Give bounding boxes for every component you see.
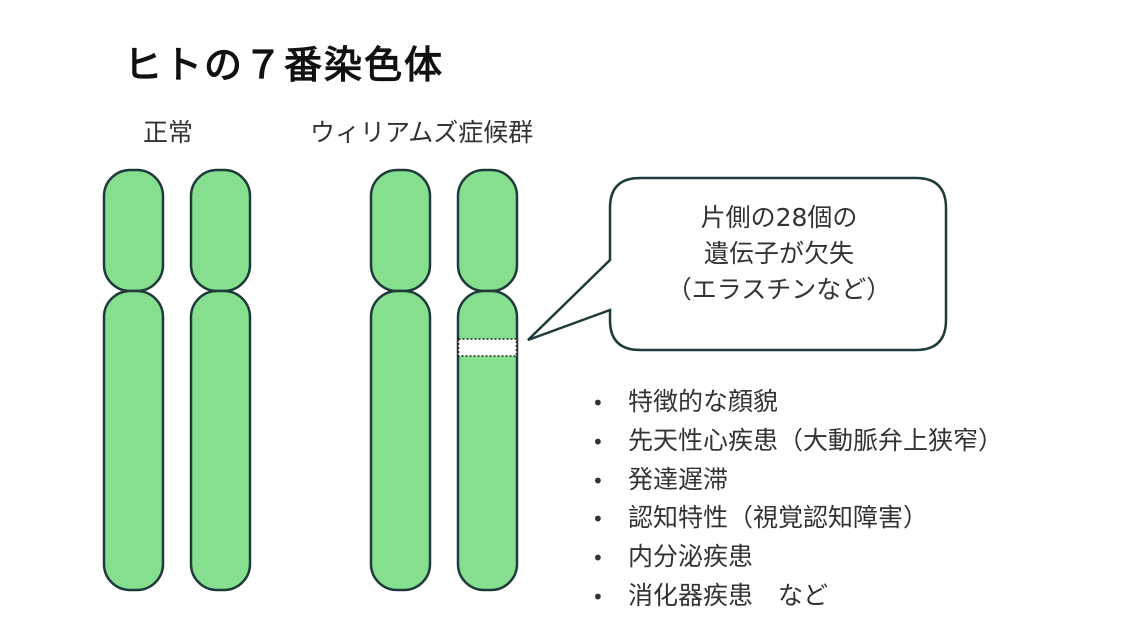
callout-line: （エラスチンなど） — [666, 275, 892, 304]
label-normal: 正常 — [143, 118, 194, 147]
list-item: •発達遅滞 — [592, 461, 1003, 500]
bullet-icon: • — [592, 507, 604, 532]
chromosome-normal-2 — [189, 168, 252, 592]
bullet-icon: • — [592, 546, 604, 571]
callout-bubble — [527, 176, 948, 352]
list-item: •消化器疾患 など — [592, 577, 1003, 616]
list-item: •認知特性（視覚認知障害） — [592, 499, 1003, 538]
label-williams: ウィリアムズ症候群 — [310, 118, 534, 147]
bullet-icon: • — [592, 391, 604, 415]
list-item: •内分泌疾患 — [592, 538, 1003, 577]
list-item: •先天性心疾患（大動脈弁上狭窄） — [592, 422, 1003, 461]
bullet-icon: • — [592, 468, 604, 493]
chromosome-normal-1 — [102, 168, 165, 592]
chromosome-williams-2 — [456, 168, 519, 592]
symptom-list: •特徴的な顔貌 •先天性心疾患（大動脈弁上狭窄） •発達遅滞 •認知特性（視覚認… — [592, 383, 1003, 616]
bullet-icon: • — [592, 584, 604, 609]
page-title: ヒトの７番染色体 — [124, 43, 445, 87]
list-item: •特徴的な顔貌 — [592, 383, 1003, 422]
chromosome-williams-1 — [369, 168, 432, 592]
bullet-icon: • — [592, 429, 604, 454]
callout-line: 片側の28個の — [700, 203, 858, 232]
deletion-region — [457, 338, 518, 357]
callout-line: 遺伝子が欠失 — [703, 239, 854, 268]
callout-text: 片側の28個の 遺伝子が欠失 （エラスチンなど） — [612, 200, 946, 308]
